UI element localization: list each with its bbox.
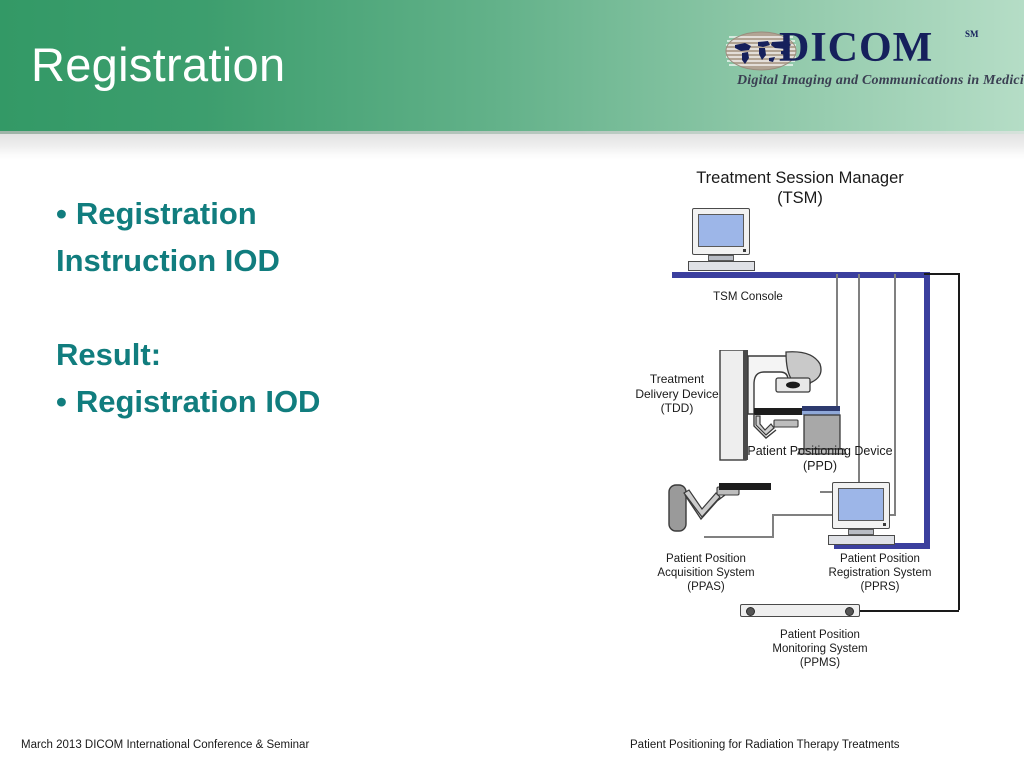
dicom-tagline: Digital Imaging and Communications in Me… <box>737 73 1024 88</box>
bus-line-top <box>672 272 930 278</box>
wire-ppd-vertical <box>858 274 860 493</box>
bullet-text-line-1: Registration <box>75 196 257 231</box>
bullet-text-line-2: Instruction IOD <box>56 243 280 278</box>
dicom-wordmark: DICOM <box>779 25 934 71</box>
header-underline <box>0 131 1024 134</box>
slide-header <box>0 0 1024 131</box>
dicom-logo: DICOM SM Digital Imaging and Communicati… <box>725 25 1024 90</box>
bullet-item-registration-instruction-iod: •Registration <box>56 190 526 237</box>
slide-body: •Registration Instruction IOD Result: •R… <box>56 190 526 425</box>
bullet-text-line-2-wrap: Instruction IOD <box>56 237 526 284</box>
wire-ppas-horizontal-lower <box>704 536 774 538</box>
ppms-sensor-bar <box>740 604 860 617</box>
bullet-icon: • <box>56 384 67 419</box>
monitor-keyboard-base <box>688 261 755 271</box>
footer-left-text: March 2013 DICOM International Conferenc… <box>21 739 310 751</box>
bus-line-right <box>924 272 930 549</box>
bullet-item-registration-iod: •Registration IOD <box>56 378 526 425</box>
ppms-sensor-left-icon <box>746 607 755 616</box>
monitor-neck <box>848 529 874 535</box>
result-heading: Result: <box>56 337 162 372</box>
monitor-led-icon <box>743 249 746 252</box>
tdd-gantry-graphic <box>719 350 847 461</box>
dicom-servicemark: SM <box>965 29 979 39</box>
result-bullet-text: Registration IOD <box>75 384 321 419</box>
wire-tdd-vertical <box>836 274 838 450</box>
wire-ppms-vertical <box>958 273 960 610</box>
page-title: Registration <box>31 38 286 91</box>
wire-ppms-horizontal <box>860 610 959 612</box>
wire-ppas-vertical-step <box>772 514 774 538</box>
ppms-sensor-right-icon <box>845 607 854 616</box>
label-tsm-console: TSM Console <box>713 291 783 303</box>
tsm-architecture-diagram: Treatment Session Manager (TSM) TSM Cons… <box>620 164 1012 684</box>
tsm-console-monitor <box>688 208 756 272</box>
label-pprs: Patient Position Registration System (PP… <box>828 553 932 594</box>
header-shadow <box>0 134 1024 160</box>
body-spacer <box>56 284 526 331</box>
monitor-led-icon <box>883 523 886 526</box>
wire-top-right-join <box>924 273 959 275</box>
ppas-camera-arm-graphic <box>668 483 771 532</box>
monitor-keyboard-base <box>828 535 895 545</box>
label-ppms: Patient Position Monitoring System (PPMS… <box>772 629 868 670</box>
label-ppd: Patient Positioning Device (PPD) <box>747 444 893 474</box>
globe-icon <box>725 31 797 71</box>
wire-ppas-vertical <box>894 274 896 516</box>
pprs-monitor <box>828 482 896 546</box>
monitor-screen <box>698 214 744 247</box>
monitor-screen <box>838 488 884 521</box>
diagram-title: Treatment Session Manager (TSM) <box>696 169 904 208</box>
monitor-neck <box>708 255 734 261</box>
bullet-icon: • <box>56 196 67 231</box>
label-ppas: Patient Position Acquisition System (PPA… <box>657 553 755 594</box>
bus-line-bottom <box>834 543 930 549</box>
label-tdd: Treatment Delivery Device (TDD) <box>635 372 719 416</box>
dicom-logo-main: DICOM SM <box>725 25 990 73</box>
footer-right-text: Patient Positioning for Radiation Therap… <box>630 739 900 751</box>
